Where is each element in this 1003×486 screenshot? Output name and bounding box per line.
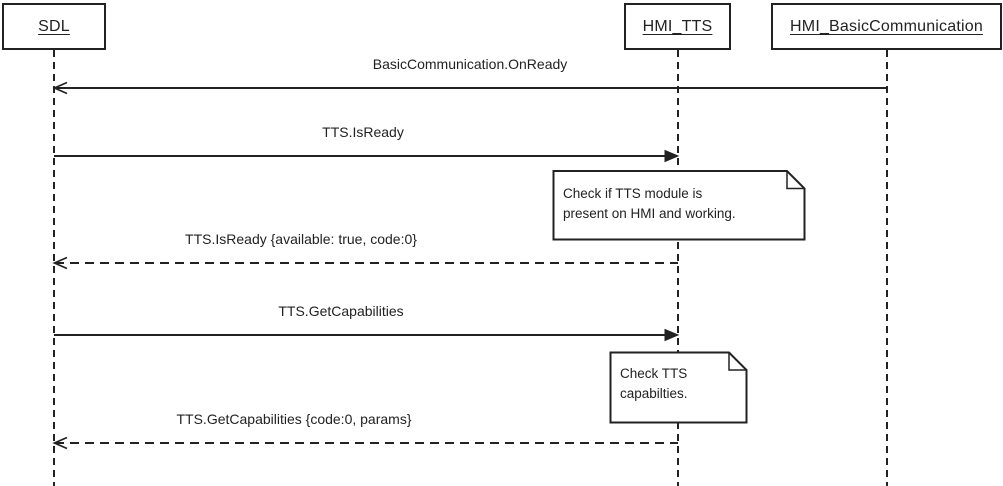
- note-line: present on HMI and working.: [563, 206, 736, 221]
- filled-arrowhead-right-icon: [664, 328, 680, 342]
- note-text-check-tts-capabilities: Check TTS capabilties.: [620, 364, 730, 404]
- message-arrow-isready-response: [52, 256, 678, 270]
- note-line: capabilties.: [620, 386, 688, 401]
- message-label-getcapabilities-response: TTS.GetCapabilities {code:0, params}: [176, 411, 412, 427]
- message-label-onready: BasicCommunication.OnReady: [372, 56, 568, 72]
- message-label-isready-response: TTS.IsReady {available: true, code:0}: [185, 231, 417, 247]
- note-text-check-tts-module: Check if TTS module is present on HMI an…: [563, 184, 793, 224]
- filled-arrowhead-right-icon: [664, 149, 680, 163]
- note-shape-check-tts-module: [552, 170, 806, 241]
- message-label-isready-request: TTS.IsReady: [322, 124, 404, 140]
- actor-box-hmi-basiccommunication: HMI_BasicCommunication: [771, 3, 1002, 50]
- actor-label-hmi-basiccommunication: HMI_BasicCommunication: [790, 17, 983, 35]
- actor-box-sdl: SDL: [2, 3, 106, 50]
- message-arrow-getcapabilities-response: [52, 436, 678, 450]
- message-arrow-onready: [52, 81, 887, 95]
- actor-box-hmi-tts: HMI_TTS: [624, 3, 731, 50]
- open-arrowhead-left-icon: [52, 81, 68, 95]
- open-arrowhead-left-icon: [52, 436, 68, 450]
- note-line: Check if TTS module is: [563, 186, 703, 201]
- note-line: Check TTS: [620, 366, 688, 381]
- note-fold-icon: [786, 171, 805, 190]
- actor-label-hmi-tts: HMI_TTS: [642, 17, 713, 35]
- message-arrow-isready-request: [54, 149, 680, 163]
- open-arrowhead-left-icon: [52, 256, 68, 270]
- actor-label-sdl: SDL: [38, 17, 70, 35]
- message-label-getcapabilities-request: TTS.GetCapabilities: [278, 303, 404, 319]
- note-shape-check-tts-capabilities: [609, 351, 748, 424]
- note-fold-icon: [728, 352, 747, 371]
- message-arrow-getcapabilities-request: [54, 328, 680, 342]
